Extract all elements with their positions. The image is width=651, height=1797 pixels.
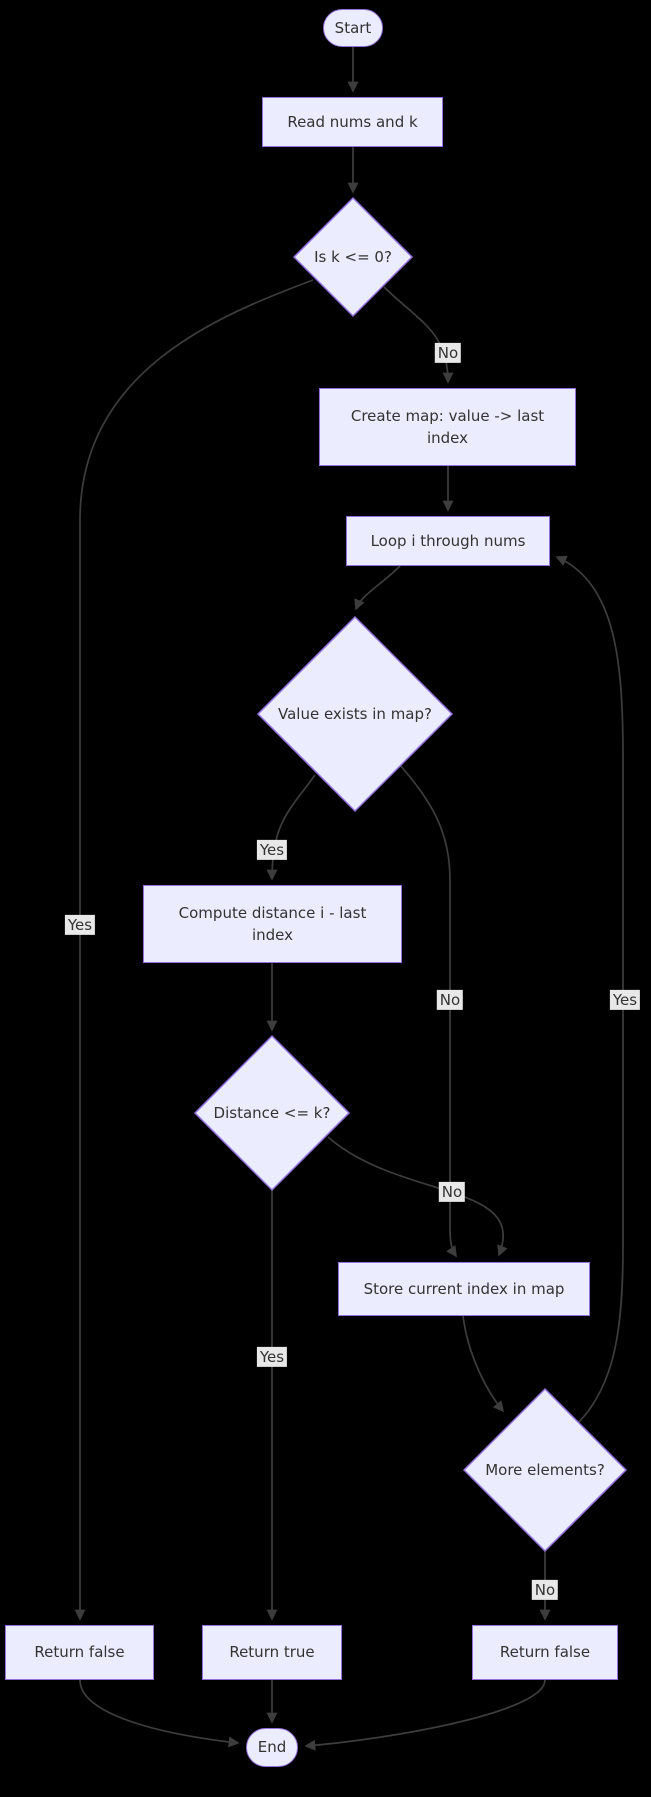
edge-label-more-no: No — [531, 1579, 559, 1601]
edge-returnfalseleft-end — [79, 1679, 240, 1748]
node-k-check-label: Is k <= 0? — [314, 248, 392, 266]
node-more-elements-label: More elements? — [485, 1461, 605, 1479]
edge-label-kcheck-yes: Yes — [64, 914, 96, 936]
edge-label-distance-no: No — [438, 1181, 466, 1203]
node-return-false-left: Return false — [5, 1625, 154, 1680]
edge-valueexists-compute-yes — [266, 774, 316, 881]
edge-label-valueexists-yes: Yes — [256, 839, 288, 861]
node-compute-distance: Compute distance i - last index — [143, 885, 402, 963]
node-start: Start — [323, 9, 383, 47]
node-compute-distance-label: Compute distance i - last index — [178, 903, 367, 945]
node-read-nums: Read nums and k — [262, 97, 443, 147]
edge-label-loopback-yes: Yes — [609, 989, 641, 1011]
node-return-false-right: Return false — [472, 1625, 618, 1680]
node-loop: Loop i through nums — [346, 516, 550, 566]
edge-label-kcheck-no: No — [434, 342, 462, 364]
node-start-label: Start — [334, 18, 372, 37]
node-end: End — [246, 1728, 298, 1767]
node-store-index: Store current index in map — [338, 1262, 590, 1316]
node-k-check-diamond — [292, 196, 414, 318]
node-create-map: Create map: value -> last index — [319, 388, 576, 466]
node-loop-label: Loop i through nums — [370, 531, 526, 550]
node-value-exists-diamond — [256, 615, 454, 813]
edge-kcheck-createmap-no — [383, 286, 454, 384]
edge-more-loop-yes — [555, 555, 624, 1424]
edge-distancecheck-store-no — [327, 1136, 508, 1257]
edge-label-distance-yes: Yes — [256, 1346, 288, 1368]
node-create-map-label: Create map: value -> last index — [350, 406, 545, 448]
edge-kcheck-returnfalseleft-yes — [74, 279, 314, 1621]
edge-returnfalseright-end — [304, 1679, 546, 1751]
node-read-nums-label: Read nums and k — [287, 112, 418, 131]
edge-loop-valueexists — [354, 565, 401, 611]
node-value-exists-label: Value exists in map? — [278, 705, 432, 723]
node-return-false-right-label: Return false — [499, 1643, 591, 1662]
edge-store-more — [462, 1315, 505, 1413]
node-return-false-left-label: Return false — [34, 1643, 125, 1662]
edge-valueexists-store-no — [399, 764, 457, 1258]
node-distance-check-diamond — [193, 1034, 351, 1192]
node-end-label: End — [257, 1738, 287, 1757]
edge-label-valueexists-no: No — [436, 989, 464, 1011]
node-distance-check-label: Distance <= k? — [213, 1104, 331, 1122]
node-return-true: Return true — [202, 1625, 342, 1680]
node-more-elements-diamond — [462, 1387, 628, 1553]
node-return-true-label: Return true — [229, 1643, 315, 1662]
node-store-index-label: Store current index in map — [363, 1279, 565, 1298]
